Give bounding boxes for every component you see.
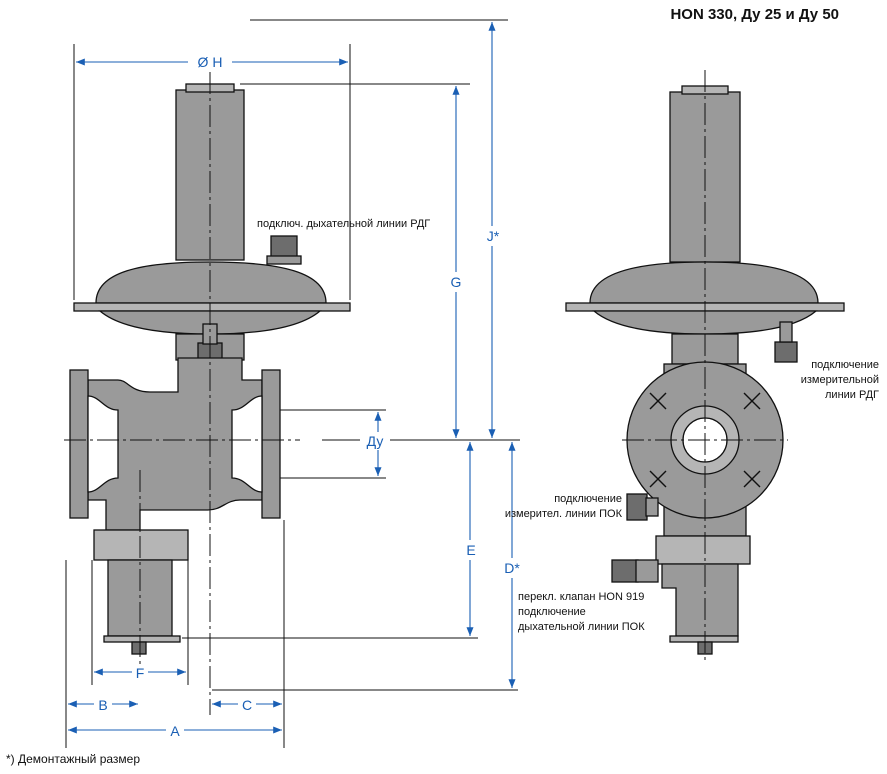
side-view (565, 70, 845, 660)
pok-meas-nut (645, 497, 659, 517)
footnote: *) Демонтажный размер (6, 752, 141, 766)
bolt-holes (649, 392, 761, 488)
valve-919-nut (635, 559, 659, 583)
side-lower-body (661, 563, 739, 637)
label-breath-rdg: подключ. дыхательной линии РДГ (257, 218, 430, 230)
dim-A: A (170, 723, 180, 739)
label-919-2: подключение (518, 606, 586, 618)
label-919-1: перекл. клапан HON 919 (518, 591, 644, 603)
front-view (64, 72, 351, 715)
label-919-3: дыхательной линии ПОК (518, 621, 645, 633)
body-chamber-left (87, 395, 119, 493)
dim-J: J* (487, 228, 500, 244)
inlet-flange (69, 369, 89, 519)
side-lower-flange (655, 535, 751, 565)
diaphragm-flange (73, 302, 351, 312)
dim-D: D* (504, 560, 520, 576)
breath-fitting-base (266, 255, 302, 265)
breath-fitting (270, 235, 298, 259)
drawing-title: HON 330, Ду 25 и Ду 50 (670, 6, 839, 23)
dimension-labels: Ø H G J* Ду E D* F B C A (94, 52, 526, 740)
outlet-flange (261, 369, 281, 519)
pok-meas-fitting (626, 493, 648, 521)
callouts: подключ. дыхательной линии РДГ подключен… (257, 218, 879, 633)
rdg-meas-fitting (774, 341, 798, 363)
label-meas-pok-1: подключение (554, 493, 622, 505)
label-meas-rdg-1: подключение (811, 359, 879, 371)
body-chamber-right (231, 395, 263, 493)
dim-F: F (136, 665, 145, 681)
label-meas-rdg-3: линии РДГ (825, 389, 879, 401)
label-meas-rdg-2: измерительной (801, 374, 879, 386)
label-meas-pok-2: измерител. линии ПОК (505, 508, 623, 520)
dim-H: Ø H (198, 54, 223, 70)
side-diaphragm-case (589, 261, 819, 304)
dim-Dn: Ду (367, 433, 384, 449)
rdg-meas-pipe (779, 321, 793, 343)
diaphragm-case (95, 261, 327, 304)
dim-G: G (451, 274, 462, 290)
lower-flange (93, 529, 189, 561)
valve-919-fitting (611, 559, 639, 583)
side-lower-plate (669, 635, 739, 643)
lower-plug (131, 641, 147, 655)
lower-plate (103, 635, 181, 643)
dim-E: E (466, 542, 475, 558)
dim-B: B (98, 697, 107, 713)
dim-C: C (242, 697, 252, 713)
